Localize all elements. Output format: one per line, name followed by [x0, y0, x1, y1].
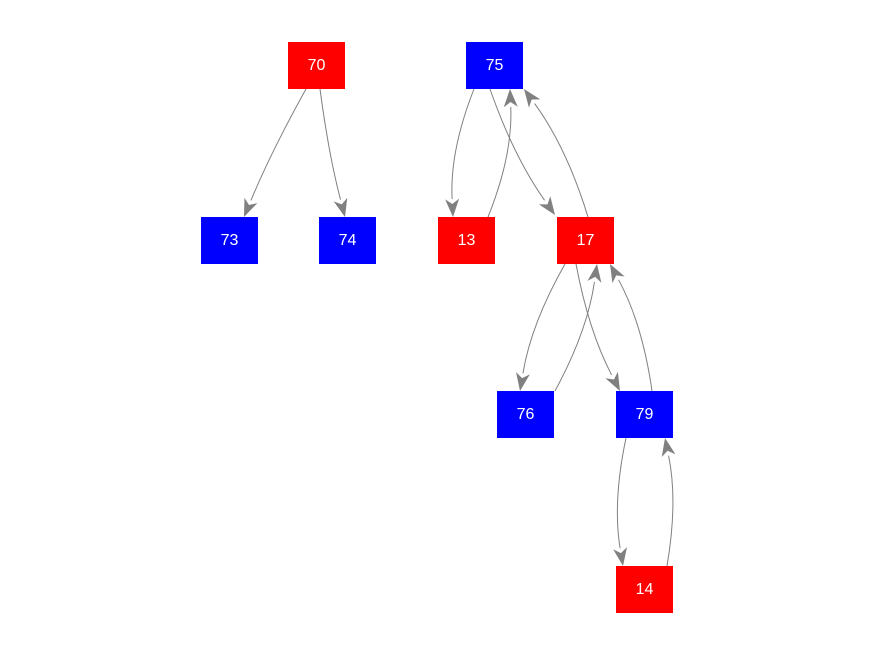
node-74[interactable]: 74: [319, 217, 376, 264]
arrowhead-icon: [244, 197, 258, 217]
node-73[interactable]: 73: [201, 217, 258, 264]
edge-17-to-79: [575, 263, 620, 391]
edge-line: [250, 88, 307, 201]
edge-line: [618, 279, 653, 392]
edge-79-to-17: [610, 264, 653, 392]
arrowhead-icon: [587, 264, 602, 283]
arrowhead-icon: [538, 196, 555, 215]
edge-line: [489, 88, 546, 201]
edge-line: [575, 263, 613, 376]
node-70[interactable]: 70: [288, 42, 345, 89]
arrowhead-icon: [613, 547, 628, 566]
arrowhead-icon: [333, 197, 348, 217]
node-75[interactable]: 75: [466, 42, 523, 89]
node-14[interactable]: 14: [616, 566, 673, 613]
edge-line: [487, 106, 512, 218]
arrowhead-icon: [445, 198, 460, 217]
edge-line: [666, 455, 674, 567]
edge-line: [522, 263, 566, 374]
edge-line: [554, 281, 595, 392]
edge-17-to-75: [524, 89, 589, 218]
edge-79-to-14: [613, 437, 628, 566]
edge-line: [319, 88, 341, 200]
edge-75-to-17: [489, 88, 555, 215]
edge-line: [616, 437, 627, 549]
node-17[interactable]: 17: [557, 217, 614, 264]
edge-17-to-76: [516, 263, 566, 391]
node-76[interactable]: 76: [497, 391, 554, 438]
edge-70-to-74: [319, 88, 348, 217]
arrowhead-icon: [605, 371, 620, 391]
arrowhead-icon: [503, 89, 518, 108]
edge-line: [534, 103, 589, 218]
edge-76-to-17: [554, 264, 602, 392]
arrowhead-icon: [661, 438, 676, 458]
edge-70-to-73: [244, 88, 307, 217]
arrowhead-icon: [524, 89, 541, 108]
node-79[interactable]: 79: [616, 391, 673, 438]
edge-14-to-79: [661, 438, 676, 567]
node-13[interactable]: 13: [438, 217, 495, 264]
arrowhead-icon: [610, 264, 625, 284]
edge-13-to-75: [487, 89, 518, 218]
edge-line: [451, 88, 475, 200]
edge-75-to-13: [445, 88, 475, 217]
arrowhead-icon: [516, 372, 530, 391]
